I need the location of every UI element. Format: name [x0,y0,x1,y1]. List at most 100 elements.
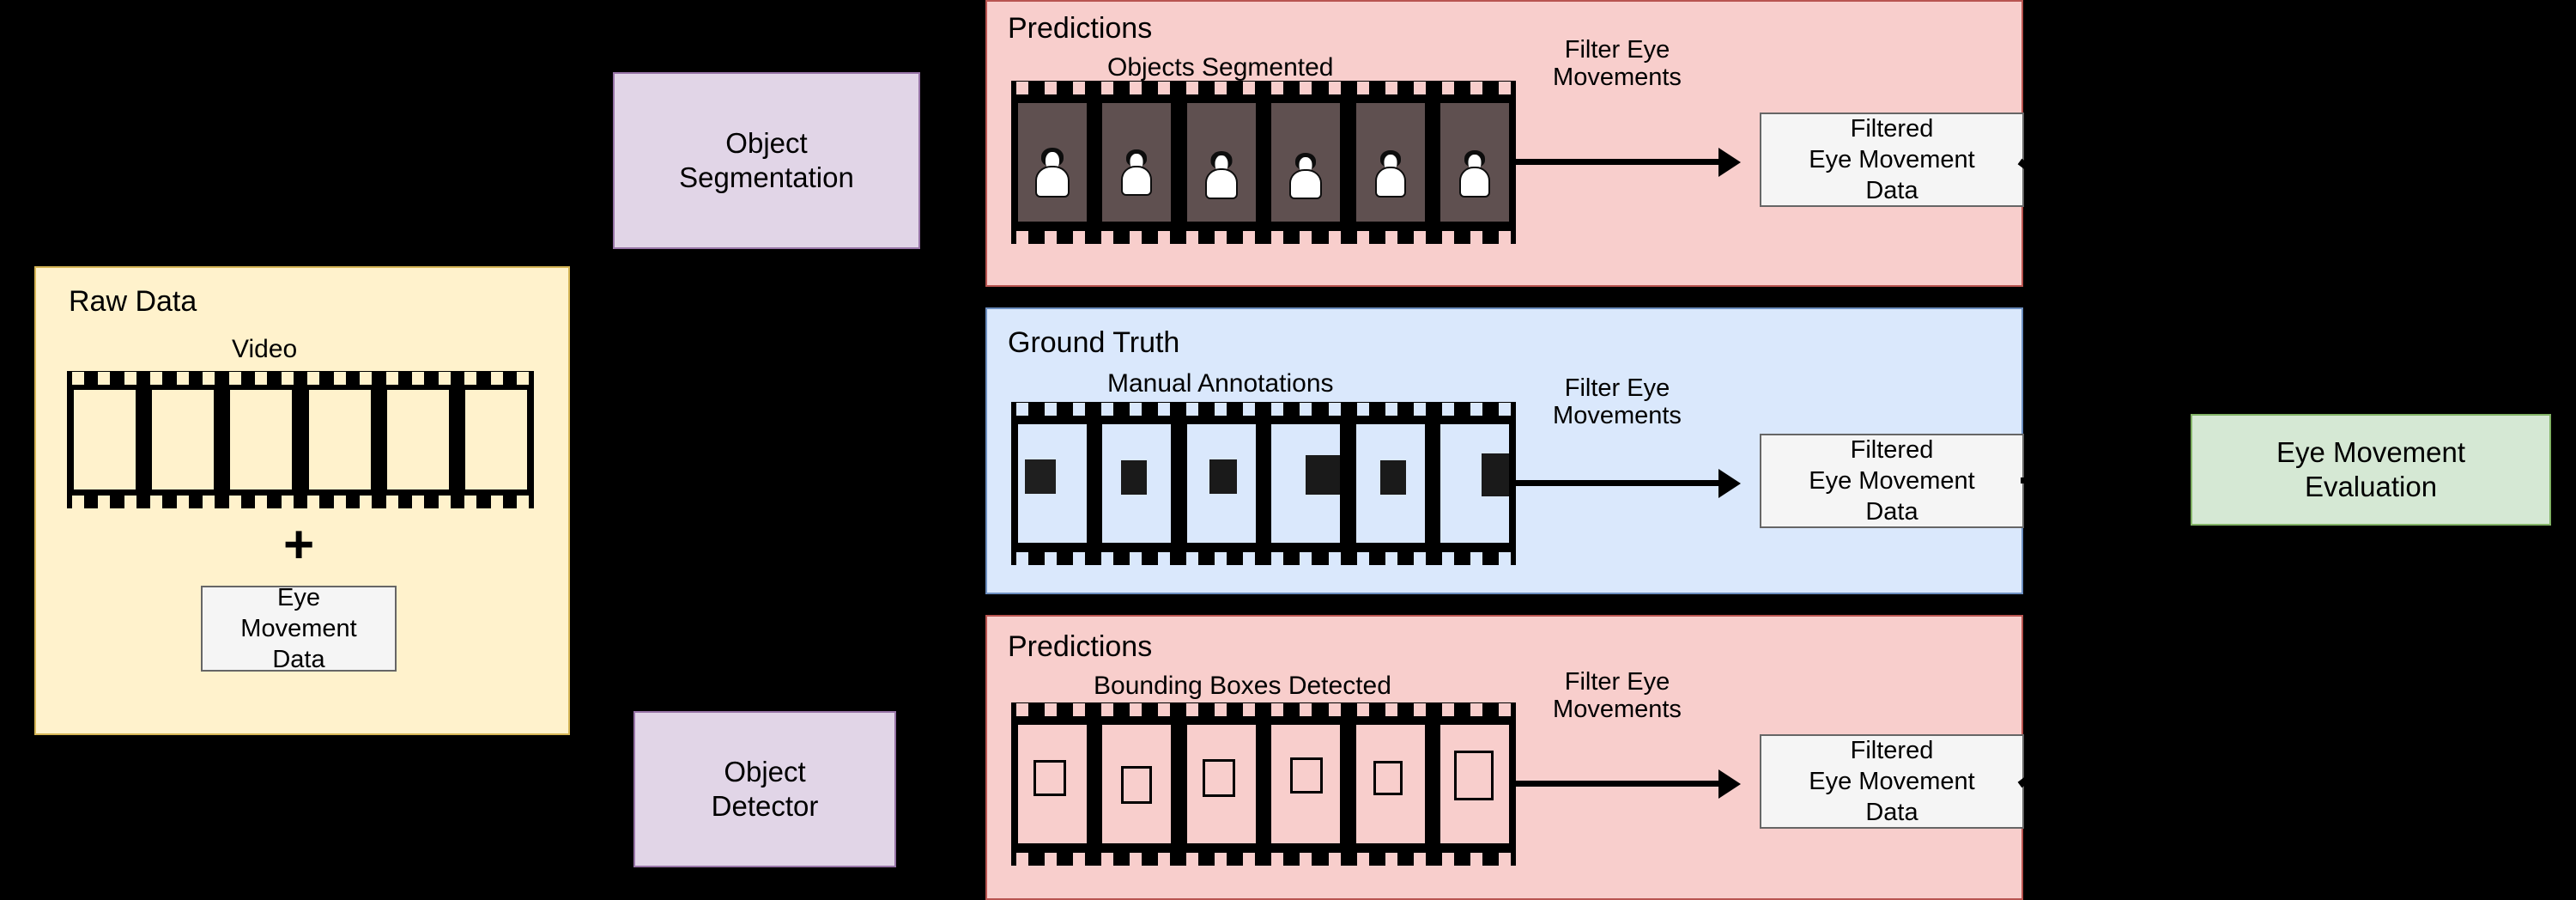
film-perforations-bottom [67,495,534,508]
raw-frames [67,385,534,495]
filtered-line-2: Eye Movement [1809,466,1975,495]
bounding-boxes-filmstrip [1011,702,1516,866]
annotation-blob [1025,459,1056,494]
objects-segmented-subtitle: Objects Segmented [1107,53,1334,82]
film-frame [1271,424,1341,543]
filter-label-line-1: Filter Eye [1564,36,1670,64]
person-icon [1458,150,1491,198]
bounding-box [1453,751,1494,800]
bounding-box [1290,757,1324,794]
film-frame [464,390,527,490]
film-frame [1440,103,1509,222]
bounding-box [1202,759,1235,797]
filtered-line-3: Data [1865,799,1918,827]
filter-eye-movements-label-1: Filter Eye Movements [1531,36,1703,92]
film-frame [230,390,293,490]
object-segmentation-box[interactable]: Object Segmentation [613,72,920,249]
raw-video-filmstrip [67,371,534,508]
eye-movement-line-2: Movement [240,614,357,642]
film-frame [1018,103,1087,222]
filtered-line-1: Filtered [1850,114,1934,143]
predictions-detection-panel: Predictions Bounding Boxes Detected [985,615,2112,900]
film-frame [1102,424,1172,543]
filter-arrow-head-3 [1718,769,1741,799]
bounding-box [1033,760,1066,796]
filter-arrow-head-2 [1718,469,1741,498]
annotation-frames [1011,416,1516,551]
eye-movement-evaluation-box[interactable]: Eye Movement Evaluation [2191,414,2551,526]
film-frame [1018,725,1087,843]
person-icon [1120,149,1153,196]
film-frame [1186,424,1256,543]
detection-frames [1011,716,1516,852]
filtered-line-1: Filtered [1850,736,1934,764]
film-frame [1271,725,1341,843]
film-frame [1440,725,1509,843]
film-frame [386,390,449,490]
manual-annotations-subtitle: Manual Annotations [1107,369,1334,398]
bounding-box [1121,766,1153,804]
film-frame [1102,103,1172,222]
filter-arrow-head-1 [1718,148,1741,177]
annotation-blob [1209,459,1237,494]
film-frame [1440,424,1509,543]
annotation-blob [1121,460,1148,495]
raw-eye-movement-data-box: Eye Movement Data [201,584,397,674]
filtered-line-2: Eye Movement [1809,145,1975,173]
film-frame [308,390,371,490]
person-icon [1288,153,1323,199]
object-detector-line-1: Object [724,756,806,788]
film-frame [74,390,136,490]
manual-annotations-filmstrip [1011,402,1516,565]
segmentation-to-predictions-arrow [961,144,984,173]
segmented-frames [1011,94,1516,230]
video-label: Video [232,335,298,363]
predictions-segmentation-panel: Predictions Objects Segmented [985,0,2112,287]
raw-data-title: Raw Data [69,285,197,318]
ground-truth-panel: Ground Truth Manual Annotations [985,307,2124,594]
filter-eye-movements-label-2: Filter Eye Movements [1531,374,1703,430]
filtered-eye-movement-data-box-3: Filtered Eye Movement Data [1760,734,2024,829]
objects-segmented-filmstrip [1011,81,1516,244]
filtered-eye-movement-data-box-1: Filtered Eye Movement Data [1760,112,2024,207]
eye-movement-line-1: Eye [277,583,320,611]
film-frame [1186,103,1256,222]
ground-truth-title: Ground Truth [1008,326,1180,359]
object-detector-line-2: Detector [711,790,819,822]
film-perforations-top [1011,81,1516,94]
person-icon [1374,150,1407,198]
annotation-blob [1379,460,1406,495]
film-frame [1271,103,1341,222]
predictions-detection-title: Predictions [1008,630,1153,663]
object-detector-box[interactable]: Object Detector [633,711,896,867]
annotation-blob [1306,455,1341,495]
film-perforations-top [67,371,534,385]
film-perforations-bottom [1011,230,1516,244]
filtered-line-3: Data [1865,498,1918,526]
filter-label-line-1: Filter Eye [1564,668,1670,696]
film-frame [1102,725,1172,843]
filter-eye-movements-label-3: Filter Eye Movements [1531,668,1703,724]
filter-label-line-2: Movements [1553,696,1682,724]
to-evaluation-connector-1 [2017,158,2112,232]
filter-label-line-2: Movements [1553,402,1682,430]
person-icon [1204,151,1239,199]
video-to-groundtruth-arrow [961,471,984,500]
filter-arrow-line-2 [1514,480,1720,486]
eye-movement-line-3: Data [272,646,325,674]
to-evaluation-connector-3 [2017,715,2112,788]
film-frame [1355,725,1425,843]
film-perforations-top [1011,702,1516,716]
filter-label-line-1: Filter Eye [1564,374,1670,402]
filter-arrow-line-1 [1514,159,1720,165]
filtered-line-1: Filtered [1850,435,1934,464]
film-perforations-top [1011,402,1516,416]
plus-symbol: + [283,515,315,575]
filtered-line-2: Eye Movement [1809,767,1975,795]
object-segmentation-line-2: Segmentation [679,161,854,193]
filter-arrow-line-3 [1514,781,1720,787]
annotation-blob [1481,453,1509,496]
filtered-eye-movement-data-box-2: Filtered Eye Movement Data [1760,434,2024,528]
film-frame [1186,725,1256,843]
film-frame [1355,424,1425,543]
